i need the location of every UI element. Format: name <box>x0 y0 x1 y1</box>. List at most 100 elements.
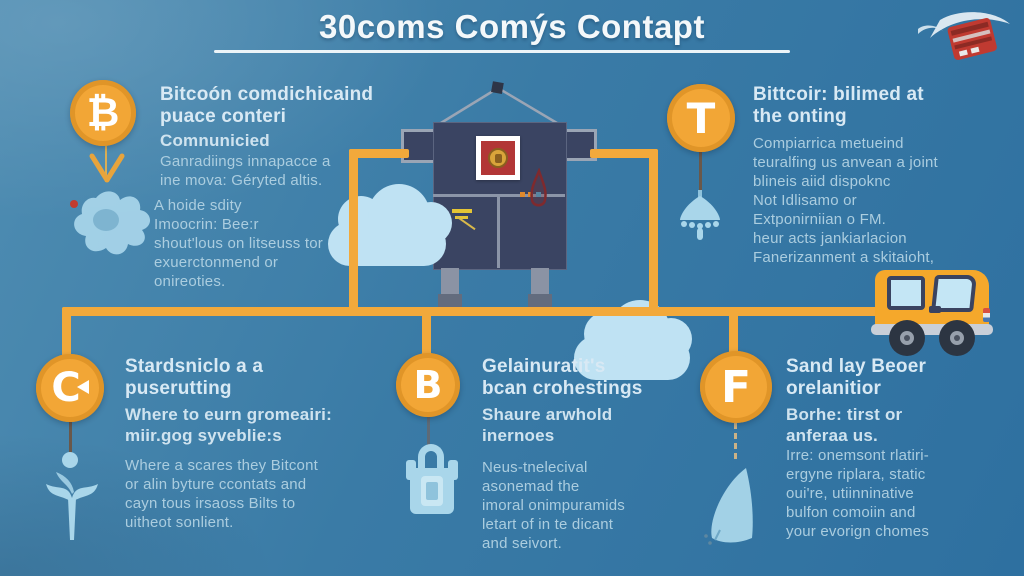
connector-drop-middle <box>422 307 431 357</box>
hanging-lamp-icon <box>680 190 720 240</box>
text-line: ine mova: Géryted altis. <box>160 172 323 189</box>
red-gadget-icon <box>918 12 1010 60</box>
bottom-right-subheading: Borhe: tirst or anferaa us. <box>786 404 902 446</box>
text-line: orelanitior <box>786 378 882 399</box>
connector-wing-left <box>349 149 409 158</box>
text-line: and seivort. <box>482 535 562 552</box>
text-line: A hoide sdity <box>154 197 242 214</box>
top-left-body-1: Ganradiings innapacce a ine mova: Géryte… <box>160 152 331 190</box>
bottom-left-body: Where a scares they Bitcont or alin bytu… <box>125 456 318 532</box>
text-line: Stardsniclo a a <box>125 356 264 377</box>
connector-drop-right <box>729 307 738 356</box>
letter-b-coin-icon: B <box>396 353 460 417</box>
van-rear-window <box>887 276 925 310</box>
text-line: uitheot sonlient. <box>125 514 234 531</box>
sprout-ball <box>62 452 78 468</box>
page-title: 30coms Comýs Contapt <box>319 8 705 45</box>
bottom-middle-heading: Gelainuratit's bcan crohestings <box>482 356 643 400</box>
letter-c-coin-icon: C <box>36 354 104 422</box>
building-roof <box>435 81 563 128</box>
building-leg <box>441 268 459 294</box>
text-line: Fanerizanment a skitaioht, <box>753 249 935 266</box>
text-line: the onting <box>753 106 847 127</box>
bottom-middle-subheading: Shaure arwhold inernoes <box>482 404 612 446</box>
building-leg <box>531 268 549 294</box>
text-line: Shaure arwhold <box>482 405 613 424</box>
text-line: Imoocrin: Bee:r <box>154 216 259 233</box>
connector-up-left <box>349 149 358 316</box>
badge-letter: C <box>51 365 81 411</box>
text-line: Ganradiings innapacce a <box>160 153 331 170</box>
text-line: onireoties. <box>154 273 226 290</box>
text-line: cayn tous irsaoss Bilts to <box>125 495 296 512</box>
text-line: your evorign chomes <box>786 523 930 540</box>
van-tail-light <box>983 308 990 322</box>
text-line: inernoes <box>482 426 555 445</box>
text-line: Bitcoón comdichicaind <box>160 84 374 105</box>
text-line: shout'lous on litseuss tor <box>154 235 323 252</box>
top-right-heading: Bittcoir: bilimed at the onting <box>753 84 924 128</box>
van-bumper <box>871 324 993 335</box>
coin-picture-frame <box>476 136 520 180</box>
text-line: teuralfing us anvean a joint <box>753 154 938 171</box>
text-line: Not Idlisamo or <box>753 192 857 209</box>
text-line: Where to eurn gromeairi: <box>125 405 332 424</box>
text-line: asonemad the <box>482 478 580 495</box>
text-line: Borhe: tirst or <box>786 405 903 424</box>
padlock-icon <box>404 444 460 520</box>
bottom-left-heading: Stardsniclo a a puserutting <box>125 356 263 400</box>
text-line: Irre: onemsont rlatiri- <box>786 447 929 464</box>
arrow-stem <box>105 146 107 182</box>
text-line: heur acts jankiarlacion <box>753 230 907 247</box>
van-wheel <box>889 320 925 356</box>
text-line: Sand lay Beoer <box>786 356 927 377</box>
panel-mark <box>455 216 468 219</box>
padlock-stem <box>427 417 430 447</box>
text-line: miir.gog syveblie:s <box>125 426 282 445</box>
text-line: Gelainuratit's <box>482 356 606 377</box>
text-line: bcan crohestings <box>482 378 643 399</box>
flame-mark-icon <box>530 168 547 207</box>
text-line: Extponirniian o FM. <box>753 211 887 228</box>
text-line: Bittcoir: bilimed at <box>753 84 924 105</box>
sail-cone-icon <box>704 468 753 545</box>
top-left-body-2: A hoide sdity Imoocrin: Bee:r shout'lous… <box>154 196 323 291</box>
text-line: bulfon comoiin and <box>786 504 916 521</box>
text-line: blineis aiid dispoknc <box>753 173 891 190</box>
building-divider-h <box>433 194 565 197</box>
connector-bus-line <box>62 307 894 316</box>
connector-drop-left <box>62 307 71 359</box>
world-map-icon <box>70 191 151 255</box>
bottom-middle-body: Neus-tnelecival asonemad the imoral onim… <box>482 458 625 553</box>
bitcoin-coin-icon: ₿ <box>70 80 136 146</box>
sail-stem <box>734 423 737 459</box>
top-left-heading: Bitcoón comdichicaind puace conteri <box>160 84 373 128</box>
indicator-dot <box>536 192 541 197</box>
bottom-left-subheading: Where to eurn gromeairi: miir.gog syvebl… <box>125 404 332 446</box>
top-right-body: Compiarrica metueind teuralfing us anvea… <box>753 134 938 267</box>
text-line: imoral onimpuramids <box>482 497 626 514</box>
lamp-stem <box>699 152 702 196</box>
badge-letter: T <box>686 93 716 143</box>
sprout-stem <box>69 422 72 454</box>
connector-wing-right <box>590 149 658 158</box>
title-underline <box>214 50 790 53</box>
badge-letter: F <box>720 361 752 413</box>
text-line: or alin byture ccontats and <box>125 476 307 493</box>
top-left-subheading: Comnunicied <box>160 131 270 150</box>
text-line: Where a scares they Bitcont <box>125 457 318 474</box>
text-line: anferaa us. <box>786 426 878 445</box>
panel-mark <box>452 209 472 213</box>
badge-letter: B <box>413 363 443 407</box>
text-line: letart of in te dicant <box>482 516 614 533</box>
text-line: puserutting <box>125 378 232 399</box>
bottom-right-body: Irre: onemsont rlatiri- ergyne riplara, … <box>786 446 929 541</box>
building-divider-v <box>497 197 500 268</box>
sprout-icon <box>46 472 98 540</box>
badge-letter: ₿ <box>86 90 120 136</box>
text-line: ergyne riplara, static <box>786 466 926 483</box>
text-line: oui're, utiinninative <box>786 485 914 502</box>
arrow-left-glyph <box>70 380 89 394</box>
letter-t-coin-icon: T <box>667 84 735 152</box>
